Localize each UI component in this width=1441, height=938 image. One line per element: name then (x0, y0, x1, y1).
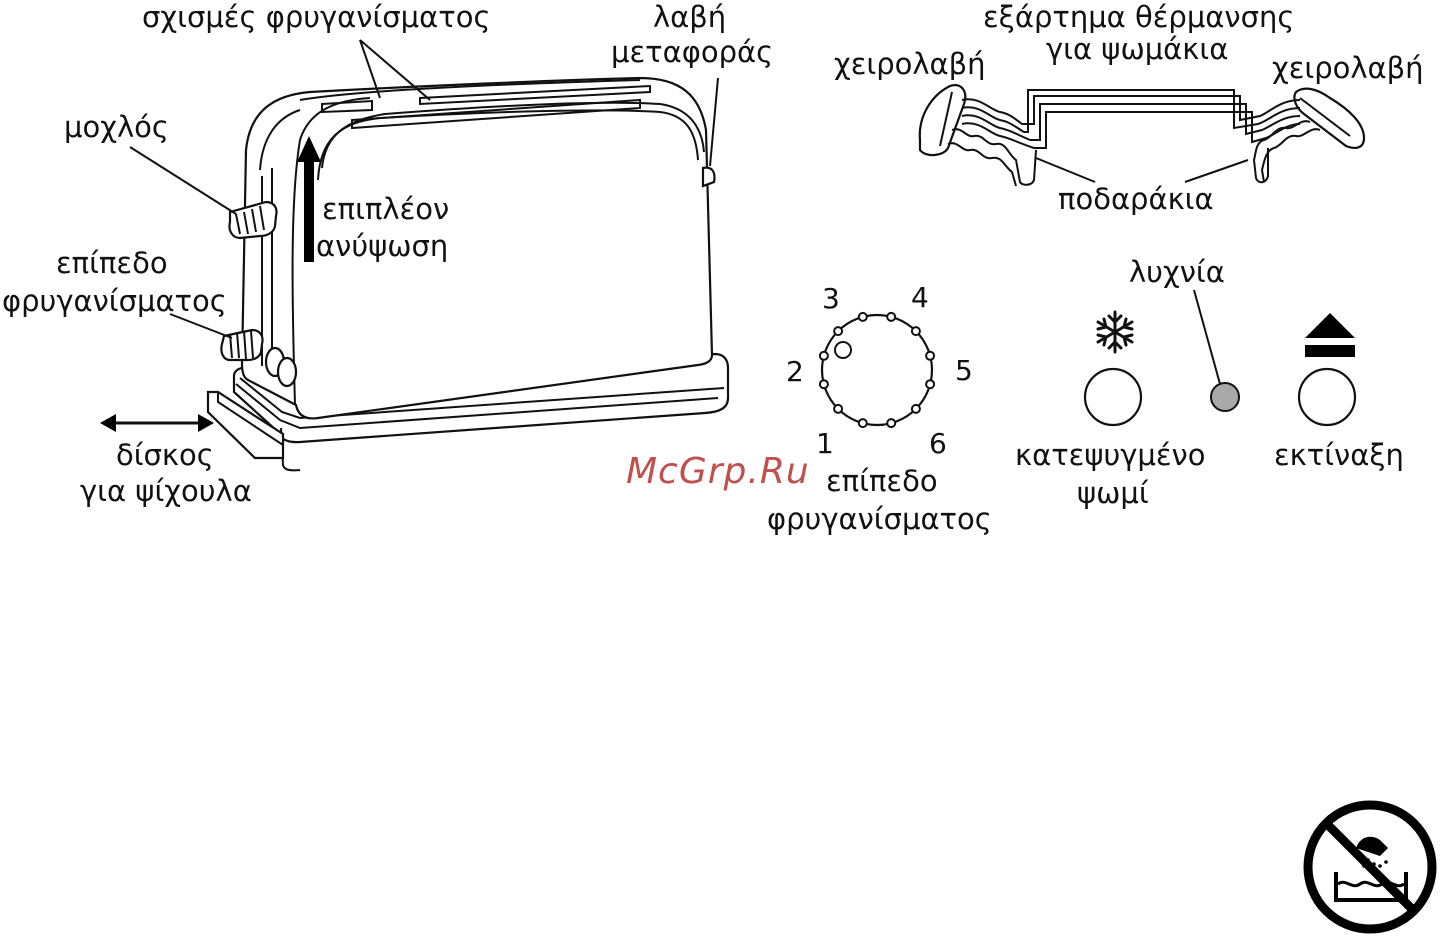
label-rack-title-2: για ψωμάκια (1046, 32, 1228, 66)
label-rack-handle-left: χειρολαβή (834, 47, 986, 81)
dial-number-3: 3 (822, 282, 840, 315)
label-rack-handle-right: χειρολαβή (1272, 51, 1424, 85)
dial-number-1: 1 (816, 427, 834, 460)
dial-tick (926, 352, 934, 360)
lever[interactable] (229, 202, 276, 238)
leader-legs-right (1185, 160, 1248, 182)
dial-tick (926, 380, 934, 388)
leader-lamp (1194, 290, 1220, 384)
eject-button[interactable] (1299, 369, 1355, 425)
dial-tick (859, 313, 867, 321)
browning-knob[interactable] (221, 330, 262, 360)
label-lamp: λυχνία (1129, 255, 1225, 289)
dial-tick (834, 405, 842, 413)
dial-tick (859, 419, 867, 427)
label-carry-handle-2: μεταφοράς (611, 35, 773, 69)
label-frozen-2: ψωμί (1077, 476, 1149, 510)
label-crumb-tray-1: δίσκος (116, 438, 214, 472)
snowflake-icon (1098, 312, 1132, 352)
dial-number-5: 5 (955, 354, 973, 387)
label-lever: μοχλός (64, 110, 169, 144)
label-legs: ποδαράκια (1058, 182, 1214, 216)
eject-icon (1305, 313, 1355, 357)
watermark: McGrp.Ru (626, 451, 810, 492)
label-dial-caption-1: επίπεδο (826, 464, 938, 498)
label-dial-caption-2: φρυγανίσματος (767, 502, 992, 536)
leader-carry-handle (710, 78, 718, 166)
frozen-button[interactable] (1085, 369, 1141, 425)
label-eject: εκτίναξη (1274, 438, 1404, 472)
carry-handle[interactable] (703, 168, 715, 186)
dial-tick (820, 380, 828, 388)
label-frozen-1: κατεψυγμένο (1015, 438, 1205, 472)
indicator-lamp (1211, 383, 1239, 411)
dial-tick (834, 327, 842, 335)
leader-legs-left (1036, 158, 1095, 182)
leader-lever (130, 147, 236, 214)
label-rack-title-1: εξάρτημα θέρμανσης (983, 0, 1294, 34)
dial-tick (820, 352, 828, 360)
dial-number-6: 6 (929, 427, 947, 460)
dial-number-2: 2 (786, 355, 804, 388)
label-browning-2: φρυγανίσματος (2, 284, 227, 318)
dial-number-4: 4 (911, 281, 929, 314)
dial-tick (887, 419, 895, 427)
dial-tick (887, 313, 895, 321)
bun-warmer-rack (920, 85, 1364, 186)
browning-dial[interactable] (820, 313, 934, 427)
label-crumb-tray-2: για ψίχουλα (80, 474, 252, 508)
crumb-tray-arrow (100, 414, 214, 432)
no-water-immersion-icon (1308, 805, 1432, 929)
label-browning-1: επίπεδο (56, 246, 168, 280)
dial-tick (912, 405, 920, 413)
label-extra-lift-1: επιπλέον (322, 192, 449, 226)
label-carry-handle-1: λαβή (653, 0, 726, 34)
label-extra-lift-2: ανύψωση (316, 229, 448, 263)
label-slots: σχισμές φρυγανίσματος (142, 0, 490, 34)
dial-tick (912, 327, 920, 335)
rack-handle-right[interactable] (1294, 89, 1364, 148)
